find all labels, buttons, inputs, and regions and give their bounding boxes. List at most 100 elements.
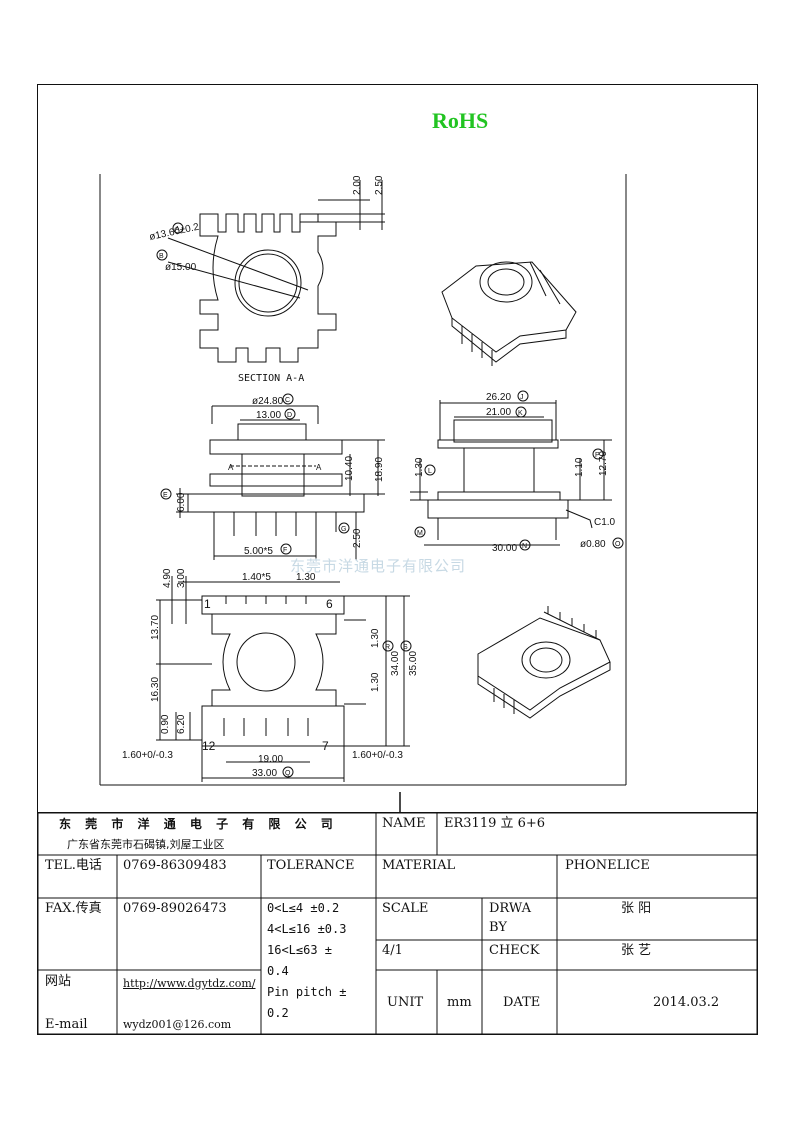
scale-value: 4/1 xyxy=(382,943,403,958)
side-view xyxy=(410,400,612,546)
dim-500x5: 5.00*5 xyxy=(244,546,273,557)
dim-1370: 13.70 xyxy=(150,615,161,640)
dim-3500: 35.00 xyxy=(408,651,419,676)
dim-090: 0.90 xyxy=(160,714,171,734)
email-label: E-mail xyxy=(45,1017,88,1032)
dim-130d: 1.30 xyxy=(370,672,381,692)
callout-q: Q xyxy=(285,770,291,777)
dim-160-left: 1.60+0/-0.3 xyxy=(122,750,173,761)
tolerance-line-5: Pin pitch ± xyxy=(267,985,347,999)
email-value: wydz001@126.com xyxy=(123,1018,232,1031)
callout-a: A xyxy=(175,226,180,233)
callout-r: R xyxy=(385,644,390,651)
rohs-label: RoHS xyxy=(432,108,489,133)
isometric-view-top xyxy=(441,261,577,366)
tel-label: TEL.电话 xyxy=(45,858,102,873)
dim-300: 3.00 xyxy=(176,568,187,588)
dim-620: 6.20 xyxy=(176,714,187,734)
pin-6-label: 6 xyxy=(326,597,333,611)
callout-m: M xyxy=(417,530,423,537)
title-block: 东 莞 市 洋 通 电 子 有 限 公 司 广东省东莞市石碣镇,刘屋工业区 NA… xyxy=(37,812,758,1035)
dim-3400: 34.00 xyxy=(390,651,401,676)
dim-110: 1.10 xyxy=(574,457,585,477)
callout-f: F xyxy=(283,547,287,554)
dim-140x5: 1.40*5 xyxy=(242,572,271,583)
check-value: 张 艺 xyxy=(621,943,652,958)
dim-1270: 12.70 xyxy=(598,451,609,476)
dim-c10: C1.0 xyxy=(594,517,616,528)
website-label: 网站 xyxy=(45,974,72,989)
dim-dia1500: ø15.00 xyxy=(165,262,197,273)
title-block-grid xyxy=(37,812,758,1035)
drawn-by-value: 张 阳 xyxy=(621,901,652,916)
fax-value: 0769-89026473 xyxy=(123,901,227,916)
bottom-view xyxy=(156,576,410,782)
tolerance-line-2: 4<L≤16 ±0.3 xyxy=(267,922,347,936)
drawn-label-line-2: BY xyxy=(489,920,507,935)
pin-12-label: 12 xyxy=(202,739,216,753)
unit-value: mm xyxy=(447,995,472,1010)
callout-o: O xyxy=(615,541,621,548)
callout-p: P xyxy=(595,452,600,459)
tolerance-line-3: 16<L≤63 ± xyxy=(267,943,333,957)
company-address: 广东省东莞市石碣镇,刘屋工业区 xyxy=(67,838,225,851)
dim-600: 6.00 xyxy=(176,492,187,512)
pin-7-label: 7 xyxy=(322,739,329,753)
tel-value: 0769-86309483 xyxy=(123,858,227,873)
date-value: 2014.03.2 xyxy=(653,995,720,1010)
dim-250: 2.50 xyxy=(374,175,385,195)
dim-1040: 10.40 xyxy=(344,456,355,481)
callout-b: B xyxy=(159,253,164,260)
section-view xyxy=(167,180,385,363)
website-link[interactable]: http://www.dgytdz.com/ xyxy=(123,977,256,990)
fax-label: FAX.传真 xyxy=(45,901,102,916)
dim-2100: 21.00 xyxy=(486,407,511,418)
dim-200: 2.00 xyxy=(352,175,363,195)
company-name: 东 莞 市 洋 通 电 子 有 限 公 司 xyxy=(59,817,338,831)
tolerance-label: TOLERANCE xyxy=(267,858,355,873)
section-label: SECTION A-A xyxy=(238,373,304,384)
name-value: ER3119 立 6+6 xyxy=(444,816,546,831)
drawn-label-line-1: DRWA xyxy=(489,901,532,916)
tolerance-line-6: 0.2 xyxy=(267,1006,289,1020)
material-value: PHONELICE xyxy=(565,858,650,873)
callout-g: G xyxy=(341,526,346,533)
dim-2480: ø24.80 xyxy=(252,396,284,407)
check-label: CHECK xyxy=(489,943,540,958)
callout-e: E xyxy=(163,492,168,499)
dim-1900: 19.00 xyxy=(258,754,283,765)
dim-130b: 1.30 xyxy=(296,572,316,583)
dim-1300: 13.00 xyxy=(256,410,281,421)
dim-dia080: ø0.80 xyxy=(580,539,606,550)
callout-j: J xyxy=(520,394,524,401)
isometric-view-bottom xyxy=(477,606,611,719)
dim-3300: 33.00 xyxy=(252,768,277,779)
callout-s: S xyxy=(403,644,408,651)
dim-2620: 26.20 xyxy=(486,392,511,403)
watermark: 东莞市洋通电子有限公司 xyxy=(290,557,467,575)
scale-label: SCALE xyxy=(382,901,429,916)
front-view xyxy=(176,405,385,560)
dim-130c: 1.30 xyxy=(370,628,381,648)
callout-l: L xyxy=(428,468,432,475)
dim-250b: 2.50 xyxy=(352,528,363,548)
callout-k: K xyxy=(518,410,523,417)
dim-490: 4.90 xyxy=(162,568,173,588)
unit-label: UNIT xyxy=(387,995,424,1010)
section-mark-left: A xyxy=(228,463,234,472)
dim-160-right: 1.60+0/-0.3 xyxy=(352,750,403,761)
dim-1890: 18.90 xyxy=(374,457,385,482)
date-label: DATE xyxy=(503,995,541,1010)
tolerance-line-1: 0<L≤4 ±0.2 xyxy=(267,901,340,915)
dim-1630: 16.30 xyxy=(150,677,161,702)
pin-1-label: 1 xyxy=(204,597,211,611)
section-mark-right: A xyxy=(316,463,322,472)
tolerance-line-4: 0.4 xyxy=(267,964,289,978)
callout-c: C xyxy=(285,397,290,404)
callout-n: N xyxy=(522,543,527,550)
callout-d: D xyxy=(287,412,292,419)
technical-drawing: 2.00 2.50 ø13.60±0.2 ø15.00 A B SECTION … xyxy=(99,174,627,812)
dim-3000: 30.00 xyxy=(492,543,517,554)
name-label: NAME xyxy=(382,816,426,831)
material-label: MATERIAL xyxy=(382,858,456,873)
